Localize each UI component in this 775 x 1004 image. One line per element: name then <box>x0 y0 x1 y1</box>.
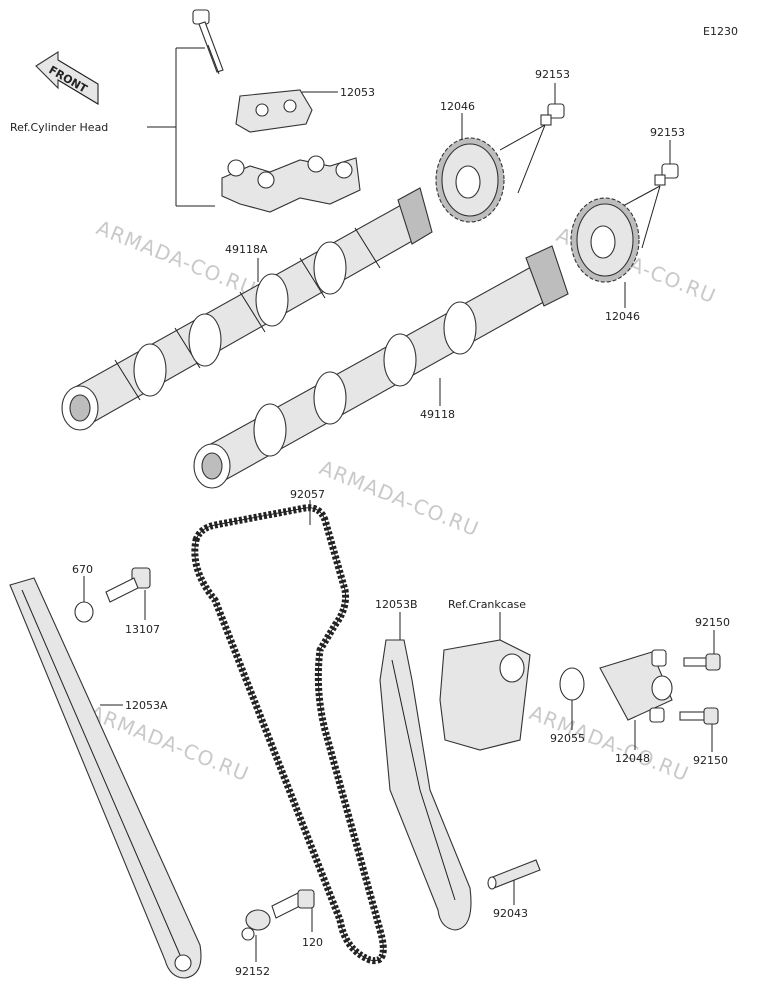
label-92152: 92152 <box>235 965 270 978</box>
sprocket-bolt-b-part <box>654 163 679 186</box>
cam-sprocket-upper-part <box>435 137 505 223</box>
diagram-code: E1230 <box>703 25 738 38</box>
ref-cylinder-head-label: Ref.Cylinder Head <box>10 121 108 134</box>
label-92153-b: 92153 <box>650 126 685 139</box>
label-49118: 49118 <box>420 408 455 421</box>
cam-sprocket-lower-part <box>570 197 640 283</box>
washer-part <box>74 601 94 623</box>
camshaft-intake-part <box>61 187 433 431</box>
timing-chain-part <box>191 504 387 965</box>
label-92150-b: 92150 <box>693 754 728 767</box>
label-13107: 13107 <box>125 623 160 636</box>
label-92043: 92043 <box>493 907 528 920</box>
watermark-3: ARMADA-CO.RU <box>316 455 482 541</box>
tensioner-guide-part <box>379 639 472 931</box>
label-92153-a: 92153 <box>535 68 570 81</box>
guide-bolt-part <box>271 889 315 919</box>
cap-bolt-part <box>192 9 224 75</box>
ref-crankcase-label: Ref.Crankcase <box>448 598 526 611</box>
label-49118A: 49118A <box>225 243 268 256</box>
label-670: 670 <box>72 563 93 576</box>
leader-92153-a-fan <box>499 124 546 194</box>
label-92057: 92057 <box>290 488 325 501</box>
camshaft-exhaust-part <box>193 245 569 489</box>
camshaft-cap-part <box>235 89 313 133</box>
label-12053: 12053 <box>340 86 375 99</box>
label-12048: 12048 <box>615 752 650 765</box>
cylinder-head-cap-part <box>221 155 361 213</box>
o-ring-part <box>559 667 585 701</box>
chain-tensioner-part <box>599 649 673 723</box>
pivot-bolt-part <box>105 567 151 603</box>
label-12053A: 12053A <box>125 699 168 712</box>
label-12046-b: 12046 <box>605 310 640 323</box>
label-92055: 92055 <box>550 732 585 745</box>
label-120: 120 <box>302 936 323 949</box>
watermark-1: ARMADA-CO.RU <box>93 215 259 301</box>
label-12053B: 12053B <box>375 598 418 611</box>
crankcase-part <box>439 612 531 751</box>
collar-part <box>241 909 271 941</box>
label-92150-a: 92150 <box>695 616 730 629</box>
label-12046-a: 12046 <box>440 100 475 113</box>
tensioner-bolt-b-part <box>679 707 719 725</box>
tensioner-bolt-a-part <box>683 653 721 671</box>
sprocket-bolt-a-part <box>540 103 565 126</box>
guide-pin-part <box>487 859 541 890</box>
chain-guide-part <box>9 577 202 979</box>
front-arrow-icon: FRONT <box>35 50 99 105</box>
ref-cylinder-head-bracket <box>147 47 215 207</box>
